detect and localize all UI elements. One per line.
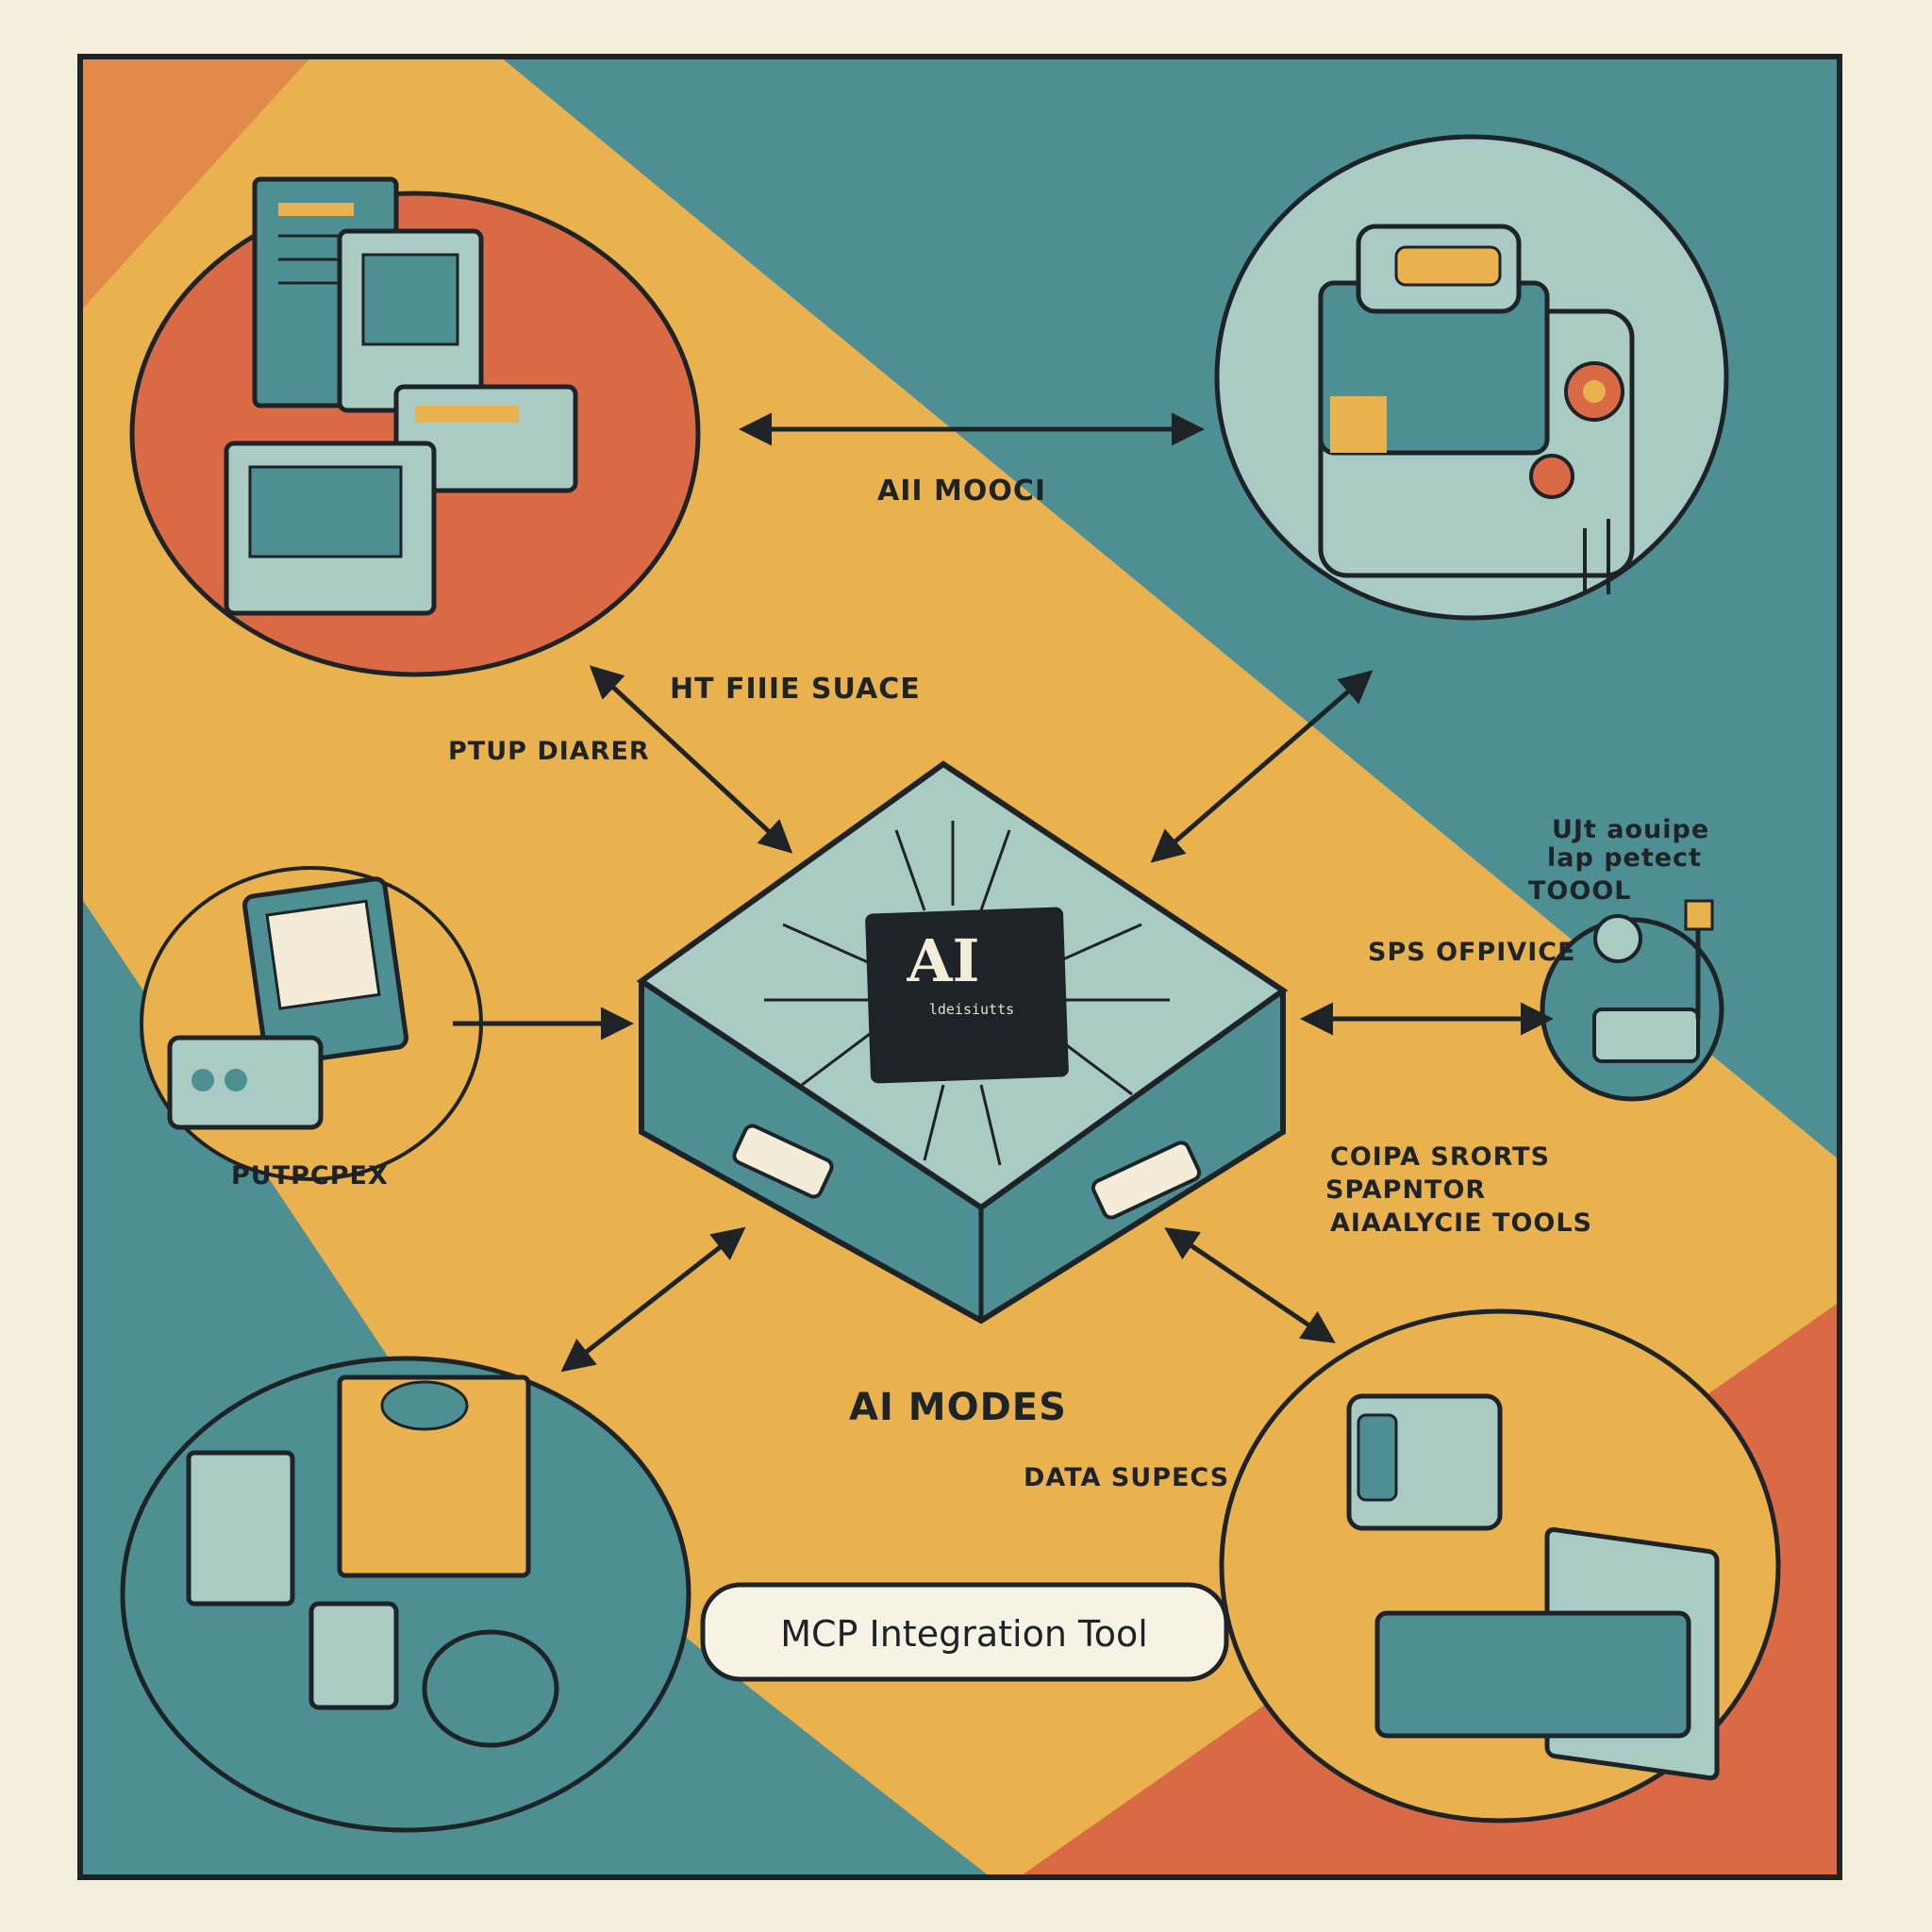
label-data-line2: SPAPNTOR [1325,1175,1486,1205]
desktop-computer-node [1219,1308,1781,1824]
diagnostic-tool-node [1540,899,1724,1102]
workstation-cluster-node [129,176,701,677]
arrow-bottom-left-to-hub [560,1226,746,1373]
server-machine-node [1214,134,1729,621]
label-input-device: PUTPCPEX [231,1161,389,1191]
tablet-terminal-node [140,866,483,1181]
arrow-top-right-to-hub [1150,670,1374,863]
label-right-tool-line3: TOOOL [1528,876,1631,906]
label-right-tool-line1: UJt aouipe [1552,815,1709,844]
label-ai-modes: AI MODES [849,1386,1067,1429]
label-sps-device: SPS OFPIVICE [1368,938,1576,967]
label-file-source: HT FIIIE SUACE [670,673,921,706]
label-pipe-diagram: PTUP DIARER [448,737,650,766]
storage-tools-node [120,1356,691,1833]
label-data-sources: DATA SUPECS [1024,1463,1229,1492]
central-hub-device [636,760,1289,1324]
title-text: MCP Integration Tool [780,1613,1148,1655]
frame-border [77,54,1842,1880]
arrow-bottom-right-to-hub [1164,1227,1336,1343]
label-data-line3: AIAALYCIE TOOLS [1330,1208,1592,1238]
label-right-tool-line2: lap petect [1547,843,1702,873]
label-ai-model-top: AII MOOCI [877,475,1046,508]
chip-sublabel: ldeisiutts [929,1001,1014,1018]
label-data-line1: COIPA SRORTS [1330,1142,1550,1172]
chip-label: AI [906,926,979,995]
circuit-traces [764,821,1170,1166]
connection-arrows [453,412,1554,1373]
arrow-top-left-to-hub [589,665,793,854]
title-box: MCP Integration Tool [700,1582,1229,1682]
